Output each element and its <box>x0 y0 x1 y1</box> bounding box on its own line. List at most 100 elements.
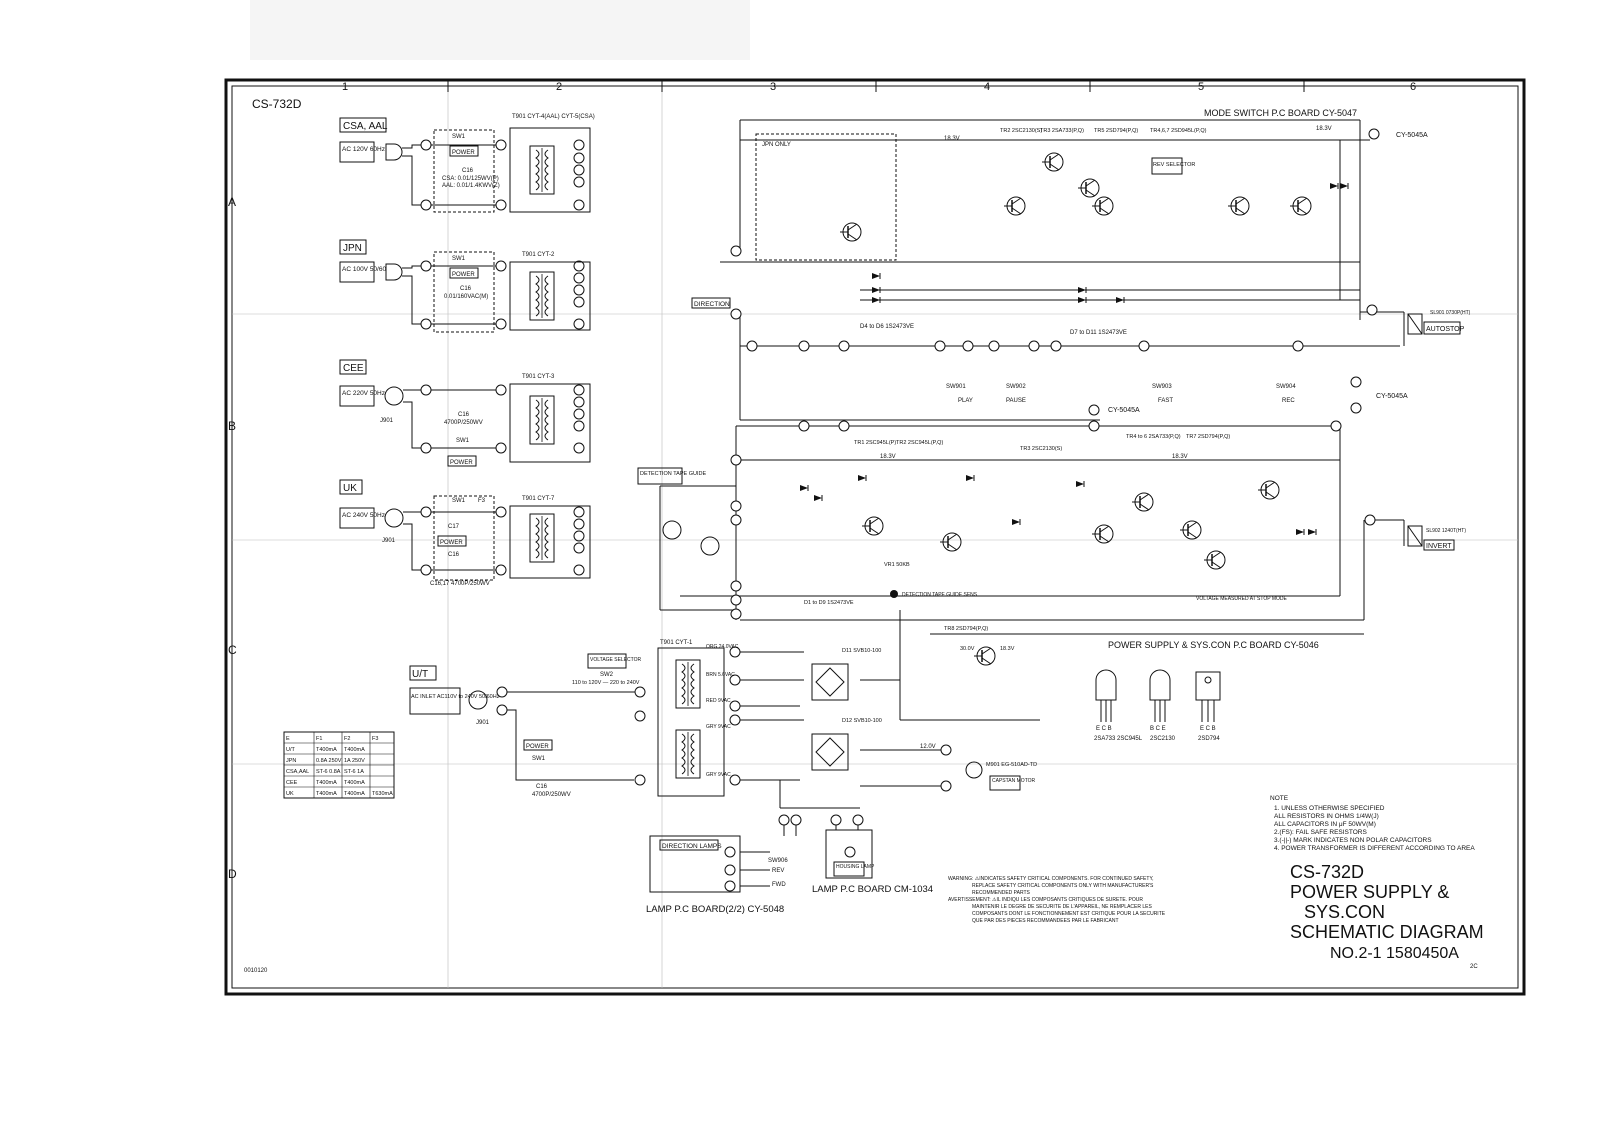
sl901-label: SL901 0730P(HT) <box>1430 310 1471 316</box>
drawing-id: CS-732D <box>252 97 302 111</box>
vr1-label: VR1 50KB <box>884 562 910 568</box>
mode-switch-board <box>720 119 1423 421</box>
uk-cap2: C17 <box>448 524 460 530</box>
mode-board-label: MODE SWITCH P.C BOARD CY-5047 <box>1204 108 1357 118</box>
fuse-table-cell: T400mA <box>344 780 365 786</box>
pkg3-pins: E C B <box>1200 726 1216 732</box>
grid-row-d: D <box>228 867 237 881</box>
ut-sw2: SW2 <box>600 672 614 678</box>
detection-led <box>700 536 720 556</box>
csa-cap: C16 <box>462 168 474 174</box>
autostop-box <box>1423 321 1461 335</box>
grid-row-a: A <box>228 195 236 209</box>
jpn-transformer: T901 CYT-2 <box>522 252 555 258</box>
tr46-mid-label: TR4 to 6 2SA733(P,Q) <box>1126 434 1181 440</box>
area-jpn: JPN AC 100V 50/60Hz SW1 POWER C16 0.01/1… <box>339 239 591 333</box>
fuse-table-cell: T630mA <box>372 791 393 797</box>
cee-tag: CEE <box>343 363 364 374</box>
grid-col-1: 1 <box>342 81 348 93</box>
fuse-table-cell: U/T <box>286 747 296 753</box>
tr8-label: TR8 2SD794(P,Q) <box>944 626 988 632</box>
syscon-diodes <box>799 474 1317 536</box>
pkg3-parts: 2SD794 <box>1198 736 1220 742</box>
cy5045a-mid: CY-5045A <box>1108 407 1140 414</box>
uk-tag: UK <box>343 483 357 494</box>
uk-fuse: F3 <box>478 498 486 504</box>
m901-label: M901 EG-510AD-TD <box>986 762 1037 768</box>
fuse-table-cell: JPN <box>286 758 296 764</box>
ut-power: POWER <box>526 744 549 750</box>
pkg2-parts: 2SC2130 <box>1150 736 1176 742</box>
title-line3: SYS.CON <box>1304 902 1385 922</box>
notes-title: NOTE <box>1270 795 1289 802</box>
grid-col-5: 5 <box>1198 81 1204 93</box>
ut-inlet: AC INLET AC110V to 240V 50/60Hz <box>411 694 500 700</box>
cee-sw: SW1 <box>456 438 470 444</box>
capstan-label: CAPSTAN MOTOR <box>992 778 1036 784</box>
rectifier-section <box>740 651 946 809</box>
warning-line: REPLACE SAFETY CRITICAL COMPONENTS ONLY … <box>972 883 1154 889</box>
uk-sw: SW1 <box>452 498 466 504</box>
ut-vs-range: 110 to 120V — 220 to 240V <box>572 680 640 686</box>
inner-frame <box>231 85 1519 989</box>
cee-inlet: AC 220V 50Hz <box>342 390 385 397</box>
warning-line: RECOMMENDED PARTS <box>972 890 1031 896</box>
area-csa: CSA, AAL AC 120V 60Hz SW1 POWER C16 CSA:… <box>339 114 595 213</box>
grid-row-b: B <box>228 419 236 433</box>
v120-label: 12.0V <box>920 744 936 750</box>
tr5-top-label: TR5 2SD794(P,Q) <box>1094 128 1138 134</box>
note-item: ALL CAPACITORS IN μF 50WV(M) <box>1274 821 1376 828</box>
ut-transformer: T901 CYT-1 <box>660 640 693 646</box>
grid-col-4: 4 <box>984 81 990 93</box>
fuse-table-cell: ST-6 0.8A <box>316 769 341 775</box>
lamp-board2-label: LAMP P.C BOARD CM-1034 <box>812 884 933 895</box>
jpn-tag: JPN <box>343 243 362 254</box>
invert-box <box>1423 539 1455 551</box>
cy5045a-top: CY-5045A <box>1396 132 1428 139</box>
pkg1-parts: 2SA733 2SC945L <box>1094 736 1143 742</box>
uk-power: POWER <box>440 540 463 546</box>
fuse-table-cell: ST-6 1A <box>344 769 364 775</box>
fuse-table-cell: CEE <box>286 780 298 786</box>
detection-sens-label: DETECTION TAPE GUIDE SENS <box>902 592 978 598</box>
detection-box <box>637 467 683 485</box>
detection-sensor <box>662 520 682 540</box>
ut-tap-2: BRN 5.6VAC <box>706 672 735 678</box>
package-outlines <box>1095 669 1221 722</box>
v183-right: 18.3V <box>1316 126 1332 132</box>
title-line4: SCHEMATIC DIAGRAM <box>1290 922 1484 942</box>
ut-tap-5: GRY 9VAC <box>706 772 731 778</box>
d7-d11-label: D7 to D11 1S2473VE <box>1070 330 1127 336</box>
v300-label: 30.0V <box>960 646 975 652</box>
v183-tr8: 18.3V <box>1000 646 1015 652</box>
warning-line: COMPOSANTS DONT LE FONCTIONNEMENT EST CR… <box>972 911 1166 917</box>
d12-label: D12 SVB10-100 <box>842 718 882 724</box>
warning-line: QUE PAR DES PIECES RECOMMANDEES PAR LE F… <box>972 918 1119 924</box>
d1-d9-label: D1 to D9 1S2473VE <box>804 600 854 606</box>
fuse-table-cell: T400mA <box>344 747 365 753</box>
grid-col-3: 3 <box>770 81 776 93</box>
ut-tap-4: GRY 9VAC <box>706 724 731 730</box>
jpn-only-label: JPN ONLY <box>762 142 791 148</box>
v183-top: 18.3V <box>944 136 960 142</box>
csa-inlet: AC 120V 60Hz <box>342 146 385 153</box>
d4-d6-label: D4 to D6 1S2473VE <box>860 324 914 330</box>
fuse-table-cell: T400mA <box>316 747 337 753</box>
cee-power: POWER <box>450 460 473 466</box>
sw901-label: SW901 <box>946 384 966 390</box>
direction-lamps-label: DIRECTION LAMPS <box>662 843 722 850</box>
fuse-table-cell: 1A 250V <box>344 758 365 764</box>
rev-selector-label: REV SELECTOR <box>1153 162 1195 168</box>
fuse-table-cell: F3 <box>372 736 378 742</box>
jpn-inlet: AC 100V 50/60Hz <box>342 266 394 273</box>
ut-voltage-selector: VOLTAGE SELECTOR <box>590 657 642 663</box>
ut-tag: U/T <box>412 669 428 680</box>
tr2-mid-label: TR2 2SC945L(P,Q) <box>896 440 943 446</box>
direction-box <box>691 297 731 309</box>
autostop-label: AUTOSTOP <box>1426 326 1465 333</box>
sw906-label: SW906 <box>768 858 788 864</box>
csa-cap-note2: AAL: 0.01/1.4KWV(Z) <box>442 183 500 189</box>
tr467-top-label: TR4,6,7 2SD945L(P,Q) <box>1150 128 1207 134</box>
